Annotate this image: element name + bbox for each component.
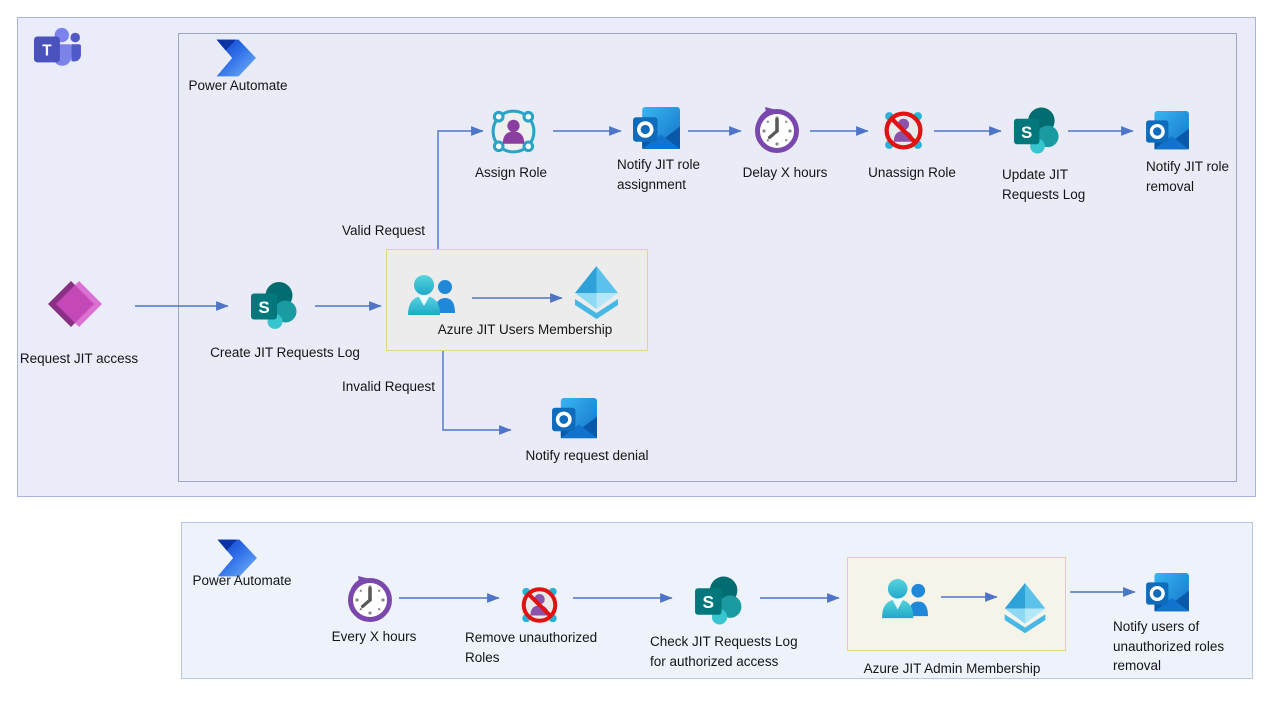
check-log-label: Check JIT Requests Log for authorized ac… bbox=[650, 634, 798, 669]
sharepoint-icon bbox=[693, 575, 744, 626]
teams-icon bbox=[32, 26, 82, 72]
remove-unauthorized-label: Remove unauthorized Roles bbox=[465, 630, 598, 665]
every-x-hours-label: Every X hours bbox=[331, 629, 417, 644]
power-apps-icon bbox=[45, 275, 103, 333]
unassign-role-icon bbox=[880, 108, 927, 153]
power-automate-flow-container bbox=[178, 33, 1237, 482]
azure-ad-icon bbox=[1002, 583, 1048, 637]
unassign-role-icon bbox=[517, 584, 562, 626]
notify-removal-label: Notify JIT role removal bbox=[1146, 159, 1230, 194]
users-membership-label: Azure JIT Users Membership bbox=[437, 322, 613, 337]
request-jit-label: Request JIT access bbox=[19, 351, 139, 366]
notify-assignment-label: Notify JIT role assignment bbox=[617, 157, 701, 192]
assign-role-label: Assign Role bbox=[474, 165, 548, 180]
outlook-icon bbox=[633, 107, 680, 152]
notify-unauthorized-label: Notify users of unauthorized roles remov… bbox=[1113, 619, 1225, 673]
outlook-icon bbox=[1146, 111, 1189, 152]
outlook-icon bbox=[552, 398, 597, 441]
azure-ad-icon bbox=[573, 266, 620, 323]
users-icon bbox=[405, 273, 459, 321]
power-automate-label: Power Automate bbox=[192, 573, 292, 588]
clock-icon bbox=[753, 107, 801, 155]
power-automate-label: Power Automate bbox=[188, 78, 288, 93]
assign-role-icon bbox=[488, 106, 539, 157]
notify-denial-label: Notify request denial bbox=[525, 448, 649, 463]
users-icon bbox=[879, 577, 932, 624]
clock-icon bbox=[346, 576, 394, 624]
create-log-label: Create JIT Requests Log bbox=[210, 345, 360, 360]
sharepoint-icon bbox=[1012, 106, 1061, 155]
valid-request-label: Valid Request bbox=[342, 223, 426, 238]
outlook-icon bbox=[1146, 573, 1189, 614]
sharepoint-icon bbox=[249, 281, 299, 330]
unassign-role-label: Unassign Role bbox=[868, 165, 956, 180]
update-log-label: Update JIT Requests Log bbox=[1002, 167, 1086, 202]
admin-membership-label: Azure JIT Admin Membership bbox=[863, 661, 1041, 676]
power-automate-icon bbox=[212, 39, 256, 77]
delay-label: Delay X hours bbox=[742, 165, 828, 180]
invalid-request-label: Invalid Request bbox=[342, 379, 436, 394]
